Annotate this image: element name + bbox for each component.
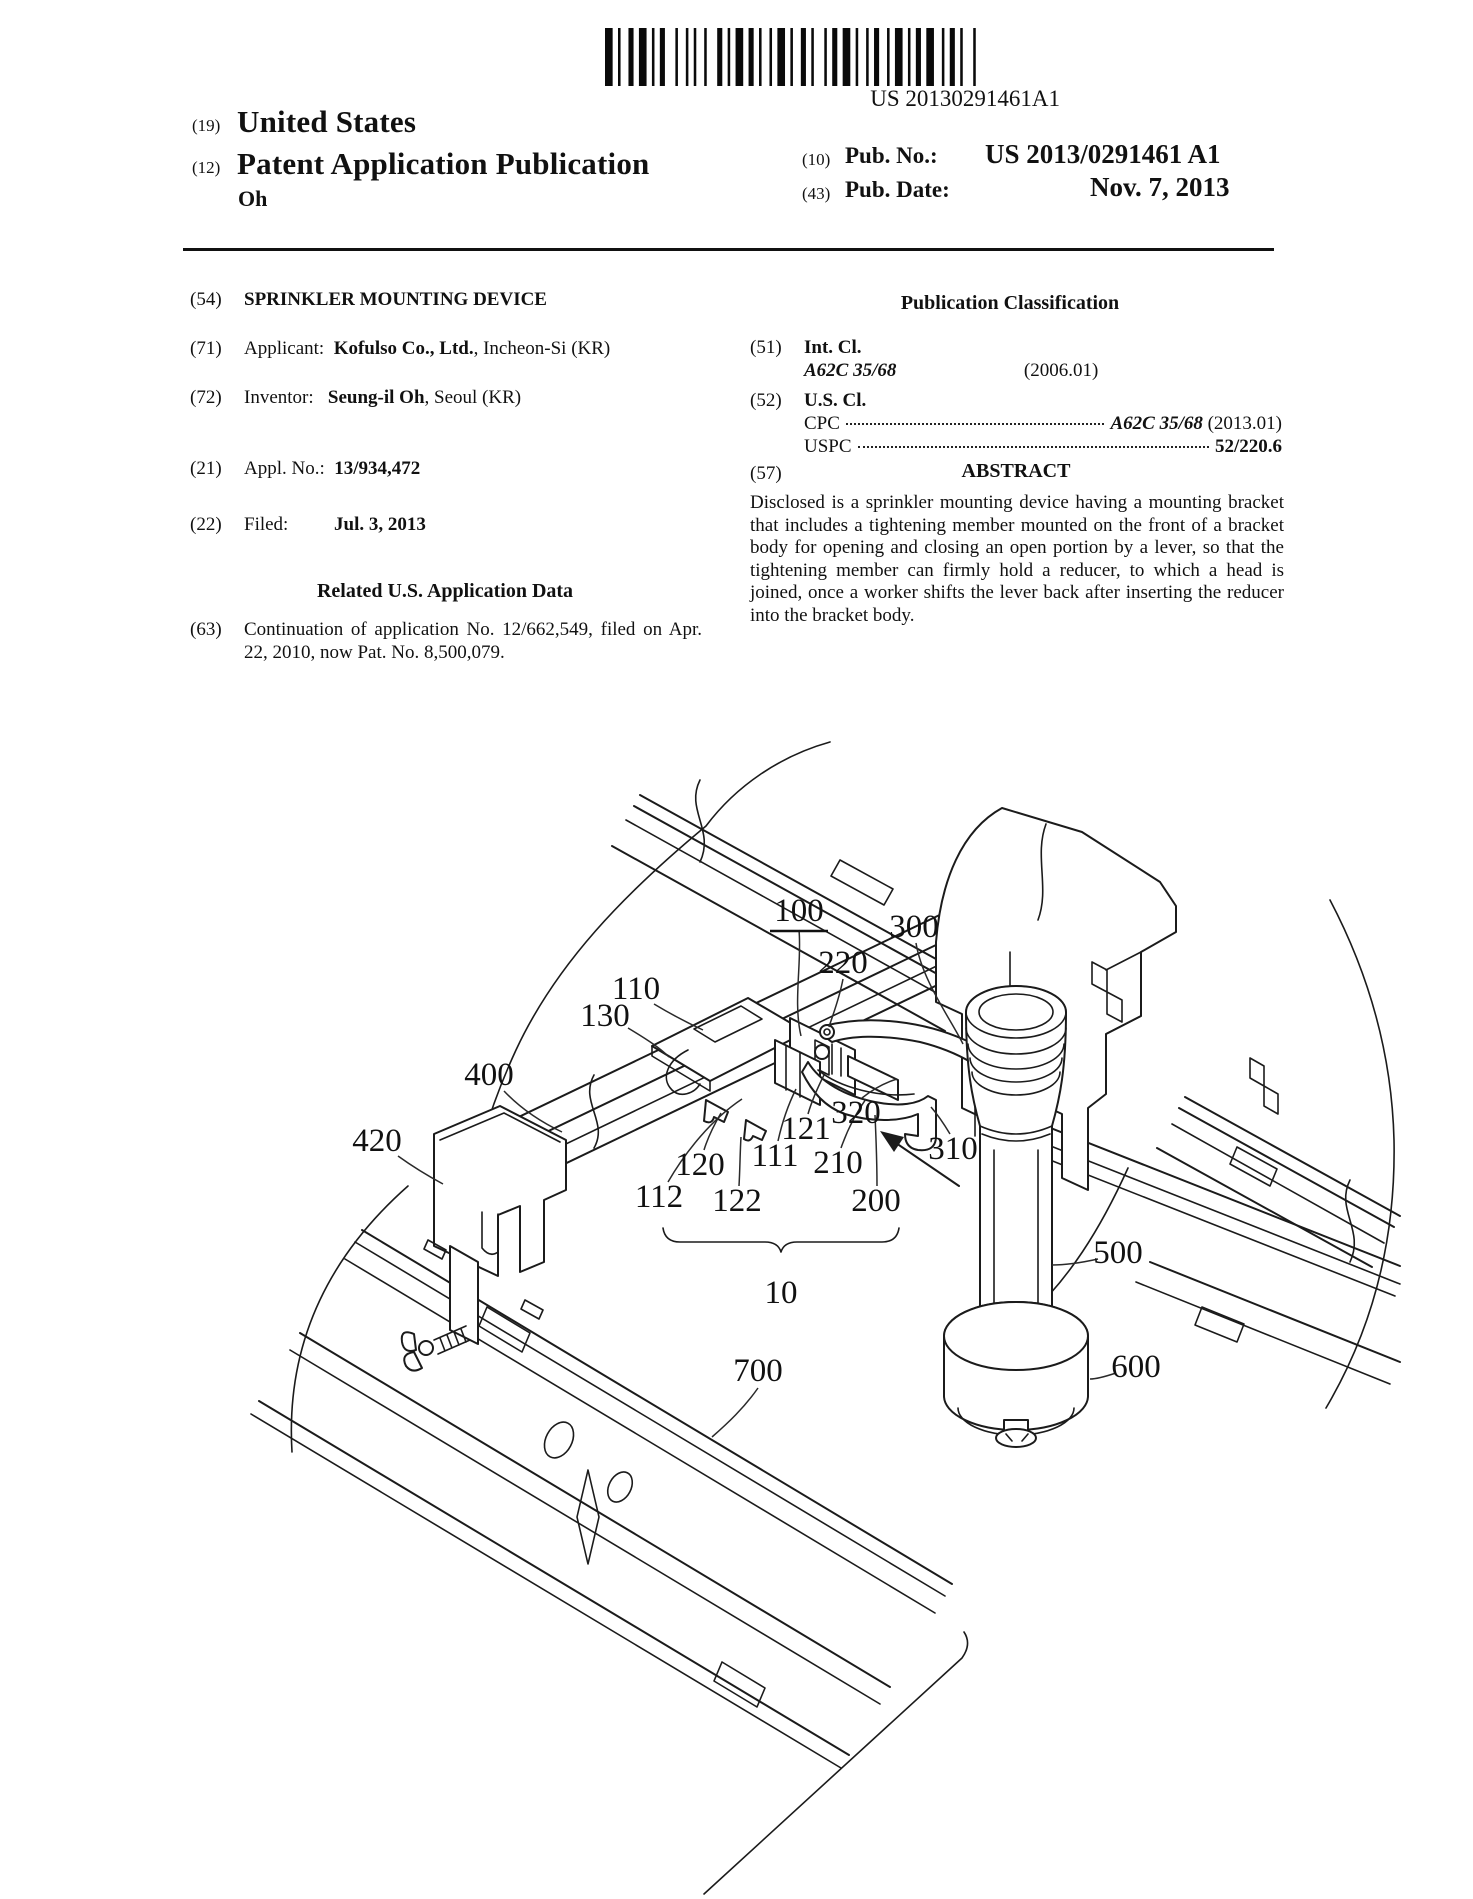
ref-112: 112 <box>635 1179 683 1215</box>
filed-value: Jul. 3, 2013 <box>334 514 426 535</box>
ref-120: 120 <box>675 1147 725 1183</box>
pubdate-value: Nov. 7, 2013 <box>1090 172 1230 202</box>
ref-600: 600 <box>1111 1349 1161 1385</box>
tab-120 <box>703 1099 729 1124</box>
barcode <box>605 28 976 86</box>
ref-110: 110 <box>612 971 660 1007</box>
applicant-rest: , Incheon-Si (KR) <box>473 338 611 359</box>
abstract-number: (57) <box>750 463 782 484</box>
ref-111: 111 <box>751 1138 798 1174</box>
intcl-number: (51) <box>750 337 782 358</box>
brace-10 <box>662 1227 900 1253</box>
intcl-year: (2006.01) <box>1023 360 1099 381</box>
applicant-number: (71) <box>190 338 222 359</box>
cpc-year: (2013.01) <box>1207 413 1282 434</box>
lower-rail <box>250 1229 969 1895</box>
sprinkler <box>943 985 1089 1448</box>
end-cap-420 <box>400 1105 567 1372</box>
wing-screw <box>400 1325 471 1372</box>
pubdate-number: (43) <box>802 184 831 203</box>
ref-500: 500 <box>1093 1235 1143 1271</box>
pubdate-label: Pub. Date: <box>845 177 950 202</box>
ref-200: 200 <box>851 1183 901 1219</box>
kind-code-number: (12) <box>192 158 221 177</box>
ref-700: 700 <box>733 1353 783 1389</box>
inventor-name: Seung-il Oh <box>327 387 425 408</box>
title-row: (54) SPRINKLER MOUNTING DEVICE <box>190 288 710 311</box>
ref-121: 121 <box>781 1111 831 1147</box>
country-name: United States <box>237 104 417 139</box>
intcl-row: (51) Int. Cl. A62C 35/68 (2006.01) <box>750 336 1282 382</box>
ref-400: 400 <box>464 1057 514 1093</box>
ref-320: 320 <box>831 1095 881 1131</box>
filed-number: (22) <box>190 514 222 535</box>
applicant-row: (71) Applicant: Kofulso Co., Ltd., Inche… <box>190 337 710 360</box>
ref-210: 210 <box>813 1145 863 1181</box>
uspc-value: 52/220.6 <box>1214 436 1282 457</box>
ref-122: 122 <box>712 1183 762 1219</box>
uscl-label: U.S. Cl. <box>804 390 867 411</box>
leader-lines <box>397 929 1117 1438</box>
intcl-label: Int. Cl. <box>804 337 862 358</box>
uspc-label: USPC <box>804 436 852 457</box>
pubno-number: (10) <box>802 150 831 169</box>
ref-300: 300 <box>889 909 939 945</box>
pin-220 <box>819 1024 835 1040</box>
ref-420: 420 <box>352 1123 402 1159</box>
pubno-label: Pub. No.: <box>845 143 938 168</box>
abstract-text: Disclosed is a sprinkler mounting device… <box>750 492 1284 626</box>
invention-title: SPRINKLER MOUNTING DEVICE <box>244 289 547 310</box>
uspc-line: USPC 52/220.6 <box>804 435 1282 458</box>
hook-130 <box>665 1049 701 1096</box>
cpc-leader-dots <box>845 423 1105 425</box>
appl-no-row: (21) Appl. No.: 13/934,472 <box>190 457 710 480</box>
header-divider <box>183 248 1274 251</box>
inventor-number: (72) <box>190 387 222 408</box>
publication-classification-heading: Publication Classification <box>900 292 1120 314</box>
reference-numerals: 100 300 220 110 130 400 420 320 121 111 … <box>352 893 1161 1389</box>
applicant-label: Applicant: <box>244 338 325 359</box>
uscl-number: (52) <box>750 390 782 411</box>
tab-122 <box>743 1119 767 1142</box>
appl-label: Appl. No.: <box>244 458 325 479</box>
inventor-surname: Oh <box>238 186 268 211</box>
intcl-code: A62C 35/68 <box>804 360 897 381</box>
abstract-heading: ABSTRACT <box>961 460 1071 482</box>
cpc-label: CPC <box>804 413 840 434</box>
continuation-text: Continuation of application No. 12/662,5… <box>244 619 702 663</box>
cpc-value: A62C 35/68 <box>1110 413 1203 434</box>
barcode-text: US 20130291461A1 <box>870 86 1060 111</box>
filed-row: (22) Filed: Jul. 3, 2013 <box>190 513 710 536</box>
inventor-label: Inventor: <box>244 387 314 408</box>
publication-kind: Patent Application Publication <box>237 146 650 181</box>
uspc-leader-dots <box>857 446 1209 448</box>
applicant-name: Kofulso Co., Ltd. <box>333 338 474 359</box>
ref-130: 130 <box>580 998 630 1034</box>
ref-100: 100 <box>774 893 824 929</box>
ref-310: 310 <box>928 1131 978 1167</box>
inventor-row: (72) Inventor: Seung-il Oh, Seoul (KR) <box>190 386 710 409</box>
insertion-arrow <box>880 1131 960 1187</box>
clamp-200 <box>801 1061 937 1152</box>
ref-10: 10 <box>765 1275 798 1311</box>
continuation-number: (63) <box>190 619 222 640</box>
inventor-rest: , Seoul (KR) <box>424 387 522 408</box>
uscl-row: (52) U.S. Cl. CPC A62C 35/68 (2013.01) U… <box>750 389 1282 458</box>
barcode-bars <box>605 28 976 86</box>
filed-label: Filed: <box>244 514 289 535</box>
related-data-heading: Related U.S. Application Data <box>316 580 574 602</box>
ref-220: 220 <box>818 945 868 981</box>
pubno-value: US 2013/0291461 A1 <box>985 139 1221 169</box>
country-code-number: (19) <box>192 116 221 135</box>
right-rail <box>999 1057 1401 1385</box>
appl-number: (21) <box>190 458 222 479</box>
appl-value: 13/934,472 <box>334 458 421 479</box>
title-number: (54) <box>190 289 222 310</box>
continuation-row: (63) Continuation of application No. 12/… <box>190 618 702 664</box>
upper-rail <box>611 779 1401 1268</box>
tightening-member <box>801 1061 937 1152</box>
cpc-line: CPC A62C 35/68 (2013.01) <box>804 412 1282 435</box>
